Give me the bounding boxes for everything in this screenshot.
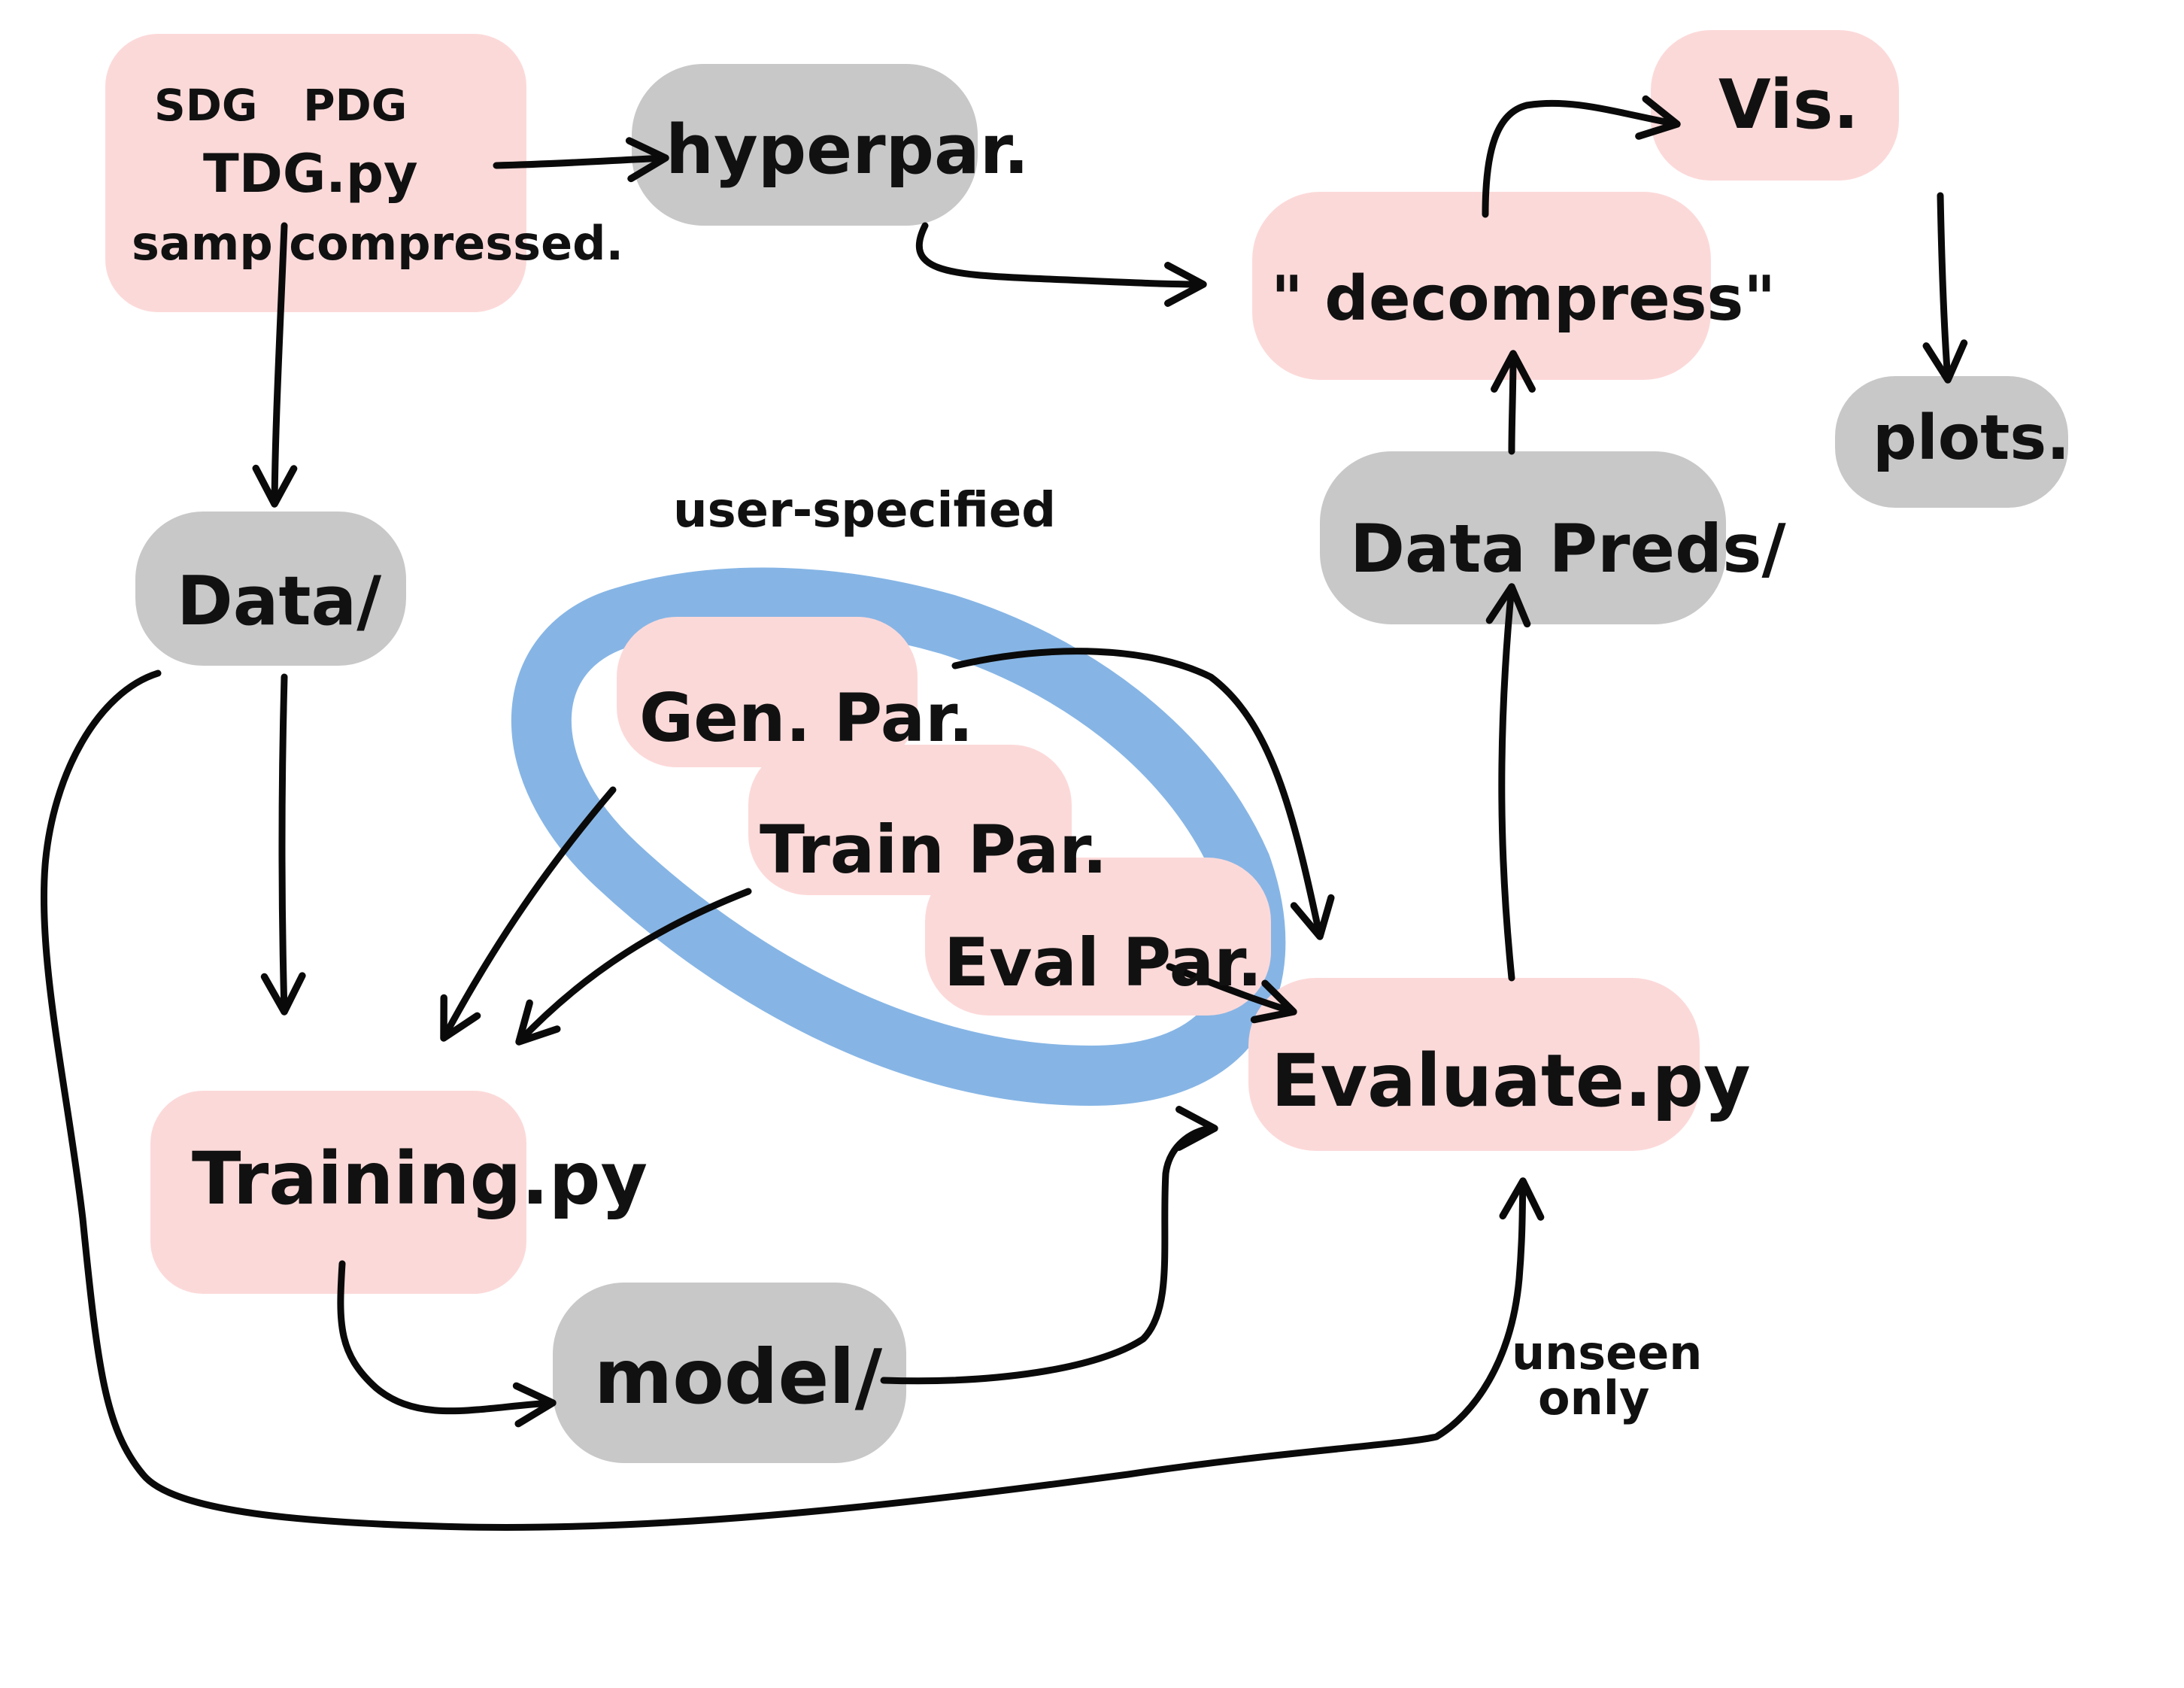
tdg-line2-label: TDG.py (203, 143, 418, 205)
decompress-blob (1252, 192, 1711, 380)
decompress-label: " decompress" (1271, 263, 1776, 335)
vis-label: Vis. (1718, 65, 1859, 144)
tdg-blob (105, 34, 526, 312)
unseen-label: unseen (1512, 1325, 1702, 1380)
arrow-decompress-to-vis (1482, 95, 1681, 218)
arrow-trainpar-to-training (515, 888, 752, 1046)
arrow-evaluate-to-datapreds (1485, 583, 1531, 982)
arrow-model-to-evaluate (880, 1106, 1218, 1385)
arrow-tdg-to-hyperpar (493, 137, 669, 183)
tdg-line1-label: SDG PDG (154, 80, 407, 131)
arrow-hyperpar-to-decompress (915, 222, 1207, 307)
user-specified-loop (511, 567, 1286, 1107)
train-par-label: Train Par. (760, 811, 1107, 888)
model-label: model/ (594, 1333, 883, 1421)
arrow-genpar-to-evaluate (951, 648, 1335, 940)
arrow-genpar-to-training (440, 786, 617, 1042)
evaluate-blob (1248, 978, 1700, 1151)
arrow-data-to-evaluate-unseen (40, 669, 1545, 1531)
plots-label: plots. (1873, 402, 2070, 474)
arrow-training-to-model (337, 1260, 557, 1428)
evaluate-label: Evaluate.py (1271, 1039, 1751, 1123)
training-blob (150, 1091, 526, 1294)
arrow-datapreds-to-decompress (1491, 350, 1536, 455)
tdg-line3-label: samp compressed. (132, 216, 623, 271)
arrow-tdg-to-data (252, 222, 298, 508)
hyperpar-blob (632, 64, 978, 226)
hyperpar-label: hyperpar. (666, 111, 1030, 190)
vis-blob (1651, 30, 1899, 181)
gen-par-label: Gen. Par. (639, 679, 973, 757)
arrow-vis-to-plots (1922, 192, 1968, 384)
only-label: only (1538, 1371, 1649, 1425)
eval-par-label: Eval Par. (944, 924, 1262, 1001)
training-label: Training.py (192, 1137, 648, 1221)
data-label: Data/ (177, 562, 381, 641)
data-blob (135, 512, 406, 666)
model-blob (553, 1283, 906, 1463)
data-preds-label: Data Preds/ (1350, 510, 1786, 587)
data-preds-blob (1320, 451, 1726, 624)
arrow-evalpar-to-evaluate (1166, 963, 1297, 1024)
plots-blob (1835, 376, 2068, 508)
arrow-data-to-training (260, 673, 306, 1016)
user-specified-label: user-specified (673, 483, 1056, 539)
gen-par-blob (617, 617, 918, 767)
